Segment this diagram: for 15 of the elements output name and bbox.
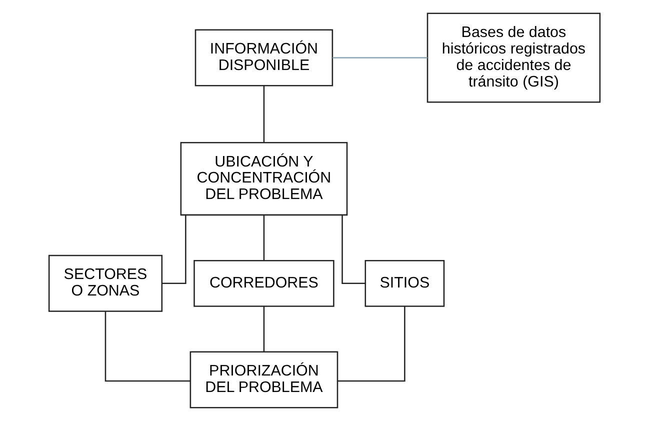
node-box: SITIOS (364, 260, 445, 307)
connector (104, 312, 190, 382)
connector (342, 215, 366, 284)
node-box: INFORMACIÓN DISPONIBLE (194, 29, 334, 86)
node-box: Bases de datos históricos registrados de accidentes de tránsito (GIS) (426, 12, 601, 103)
connector (263, 86, 265, 143)
node-box: UBICACIÓN Y CONCENTRACIÓN DEL PROBLEMA (180, 142, 348, 216)
connector (263, 215, 265, 260)
node-box: SECTORES O ZONAS (48, 254, 163, 312)
connector (263, 306, 265, 352)
node-box: CORREDORES (194, 260, 334, 307)
connector (332, 57, 428, 58)
node-box: PRIORIZACIÓN DEL PROBLEMA (190, 351, 338, 408)
connector (338, 306, 406, 382)
connector (162, 215, 186, 284)
